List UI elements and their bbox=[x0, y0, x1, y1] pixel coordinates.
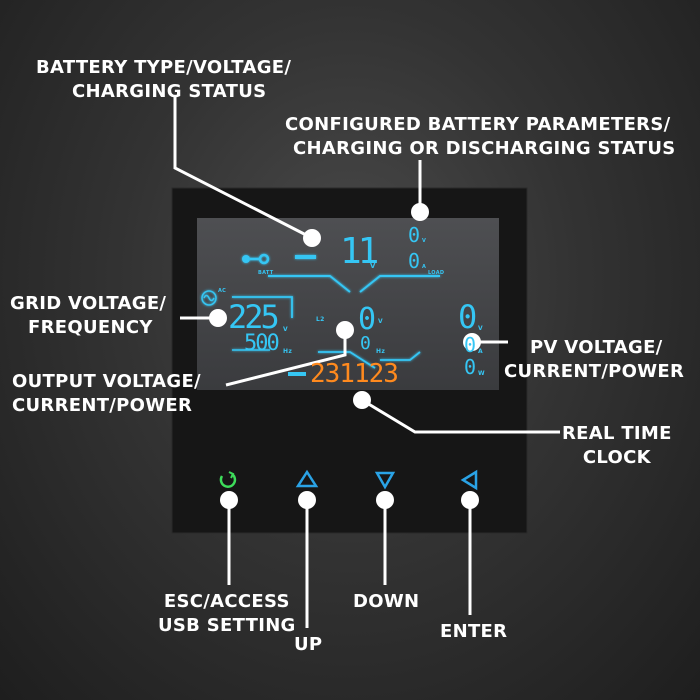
output-bracket bbox=[318, 351, 376, 369]
battery-voltage-unit: V bbox=[370, 262, 376, 270]
grid-voltage-unit: V bbox=[283, 326, 288, 333]
label-enter: ENTER bbox=[440, 621, 508, 642]
pv-value-2: 0 bbox=[464, 333, 477, 357]
small-battery-unit-2: A bbox=[422, 264, 427, 270]
pv-value-3: 0 bbox=[464, 355, 477, 379]
grid-bracket bbox=[232, 296, 293, 318]
label-configured-battery: CONFIGURED BATTERY PARAMETERS/ CHARGING … bbox=[285, 114, 676, 159]
clock-display: 231123 bbox=[310, 359, 399, 389]
flow-line-battery bbox=[268, 275, 351, 293]
load-label: LOAD bbox=[428, 270, 445, 276]
triangle-down-icon[interactable] bbox=[374, 471, 396, 490]
ac-label: AC bbox=[218, 288, 227, 294]
label-pv: PV VOLTAGE/ CURRENT/POWER bbox=[504, 337, 685, 382]
grid-source-icon bbox=[242, 253, 270, 265]
output-value-2: 0 bbox=[360, 333, 372, 354]
small-battery-value-1: 0 bbox=[408, 223, 421, 247]
refresh-icon[interactable] bbox=[219, 471, 237, 488]
label-battery-type: BATTERY TYPE/VOLTAGE/ CHARGING STATUS bbox=[36, 57, 292, 102]
lcd-content bbox=[201, 253, 440, 369]
small-battery-unit-1: V bbox=[422, 238, 427, 244]
grid-frequency-unit: Hz bbox=[283, 348, 293, 355]
callout-dots bbox=[209, 203, 481, 509]
output-unit-hz: Hz bbox=[376, 348, 386, 355]
label-down: DOWN bbox=[353, 591, 420, 612]
grid-voltage-value: 225 bbox=[228, 298, 280, 336]
small-battery-value-2: 0 bbox=[408, 249, 421, 273]
battery-voltage-value: 11 bbox=[340, 231, 379, 272]
ac-sine-icon bbox=[201, 290, 217, 306]
pv-unit-v: V bbox=[478, 325, 483, 332]
pv-unit-a: A bbox=[478, 348, 483, 355]
label-grid: GRID VOLTAGE/ FREQUENCY bbox=[10, 293, 167, 338]
pv-unit-w: W bbox=[478, 370, 485, 377]
triangle-up-icon[interactable] bbox=[295, 469, 319, 488]
callout-lines bbox=[173, 95, 560, 628]
pv-value-1: 0 bbox=[458, 298, 478, 336]
label-output: OUTPUT VOLTAGE/ CURRENT/POWER bbox=[12, 371, 201, 416]
label-rtc: REAL TIME CLOCK bbox=[562, 423, 672, 468]
output-value: 0 bbox=[358, 302, 377, 337]
triangle-left-icon[interactable] bbox=[460, 469, 478, 491]
l2-label: L2 bbox=[316, 316, 325, 323]
output-unit-v: V bbox=[378, 318, 383, 325]
lcd-screen bbox=[197, 218, 499, 390]
grid-frequency-value: 500 bbox=[244, 331, 280, 356]
clock-dash bbox=[288, 372, 306, 376]
batt-label: BATT bbox=[258, 270, 274, 276]
flow-line-load bbox=[359, 275, 440, 293]
label-up: UP bbox=[294, 634, 323, 655]
output-bracket-2 bbox=[380, 351, 421, 361]
label-esc: ESC/ACCESS USB SETTING bbox=[158, 591, 296, 636]
